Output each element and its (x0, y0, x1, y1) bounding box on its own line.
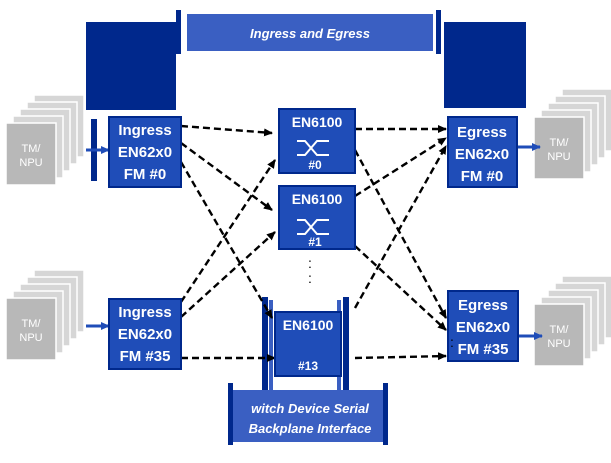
switch-0-id: #0 (308, 158, 322, 172)
switch-0-title: EN6100 (292, 114, 343, 130)
egress-fm-35-line2: EN62x0 (456, 319, 510, 336)
ingress-fm-35-line3: FM #35 (120, 348, 171, 365)
ingress-egress-banner: Ingress and Egress (187, 14, 433, 51)
npu-label-line1: TM/ (22, 143, 42, 155)
switch-en6100-0: EN6100 #0 (278, 108, 356, 174)
switch-13-id: #13 (298, 359, 318, 373)
switch-13-title: EN6100 (283, 317, 334, 333)
top-backplane-frame (86, 10, 526, 110)
npu-card-front (5, 297, 57, 361)
ingress-egress-banner-label: Ingress and Egress (250, 26, 370, 41)
egress-fm-35-line1: Egress (458, 297, 508, 314)
backplane-interface-banner: witch Device Serial Backplane Interface (233, 390, 383, 442)
link-in0-sw0 (180, 124, 273, 137)
backplane-banner-line2: Backplane Interface (249, 421, 372, 436)
npu-label-line1: TM/ (550, 324, 570, 336)
npu-card-front (5, 122, 57, 186)
link-sw13-eg35 (354, 352, 447, 361)
ingress-fm-0-line3: FM #0 (124, 166, 167, 183)
link-sw1-eg35 (354, 245, 447, 331)
ingress-fm-35-line2: EN62x0 (118, 326, 172, 343)
connection-lines (179, 124, 448, 362)
switch-1-id: #1 (308, 235, 322, 249)
ingress-fm-35: Ingress EN62x0 FM #35 (108, 298, 182, 370)
npu-label-line1: TM/ (22, 318, 42, 330)
egress-fm-0: Egress EN62x0 FM #0 (447, 116, 518, 188)
crossbar-icon (297, 140, 329, 156)
egress-fm-0-line3: FM #0 (461, 168, 504, 185)
npu-label-line2: NPU (19, 332, 42, 344)
npu-stack-left-bottom: TM/NPU (5, 269, 85, 361)
egress-fm-0-line2: EN62x0 (455, 146, 509, 163)
link-sw13-eg0 (353, 145, 448, 309)
npu-stack-right-bottom: TM/NPU (533, 275, 611, 367)
switch-ellipsis-1: : (308, 255, 312, 271)
ingress-fm-0-line1: Ingress (118, 122, 171, 139)
npu-card-front (533, 116, 585, 180)
ingress-fm-0-line2: EN62x0 (118, 144, 172, 161)
switch-ellipsis-2: : (308, 270, 312, 286)
backplane-banner-line1: witch Device Serial (251, 401, 369, 416)
egress-fm-35: Egress EN62x0 FM #35 (447, 290, 519, 362)
npu-label-line2: NPU (547, 151, 570, 163)
switch-en6100-13: EN6100 #13 (274, 311, 342, 377)
link-sw1-eg0 (354, 136, 447, 198)
link-in35-sw1 (180, 231, 276, 318)
egress-fm-35-line3: FM #35 (458, 341, 509, 358)
link-sw0-eg35 (353, 149, 448, 319)
npu-arrows (86, 119, 543, 340)
egress-fm-0-line1: Egress (457, 124, 507, 141)
switch-en6100-1: EN6100 #1 (278, 185, 356, 250)
ingress-fm-35-line1: Ingress (118, 304, 171, 321)
link-in35-sw0 (179, 159, 277, 303)
egress-ellipsis: : (450, 334, 454, 350)
switch-1-title: EN6100 (292, 191, 343, 207)
crossbar-icon (297, 219, 329, 235)
link-in0-sw13 (179, 161, 274, 319)
link-in0-sw1 (180, 142, 273, 211)
npu-stack-right-top: TM/NPU (533, 88, 611, 180)
ingress-fm-0: Ingress EN62x0 FM #0 (108, 116, 182, 188)
npu-label-line1: TM/ (550, 137, 570, 149)
npu-stack-left-top: TM/NPU (5, 94, 85, 186)
npu-label-line2: NPU (19, 157, 42, 169)
npu-label-line2: NPU (547, 338, 570, 350)
